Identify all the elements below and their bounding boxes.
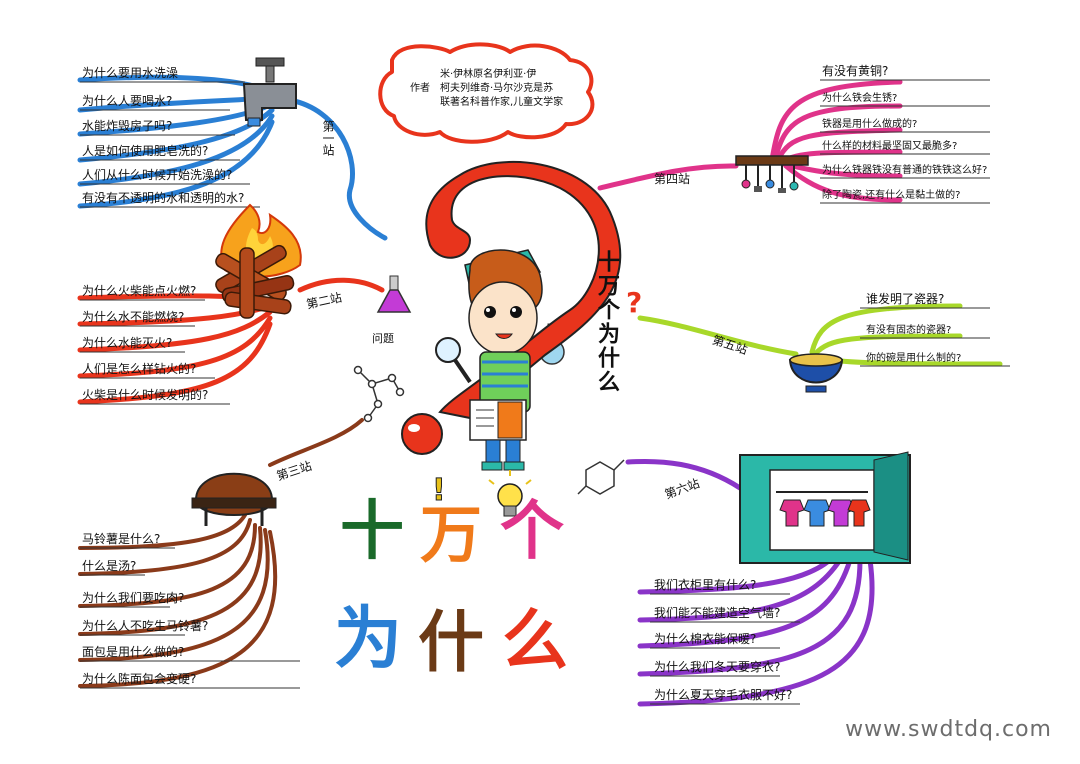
watermark: www.swdtdq.com bbox=[845, 717, 1052, 742]
s1-question-2: 为什么人要喝水? bbox=[82, 94, 173, 108]
faucet-icon bbox=[242, 57, 297, 127]
station-2-underlines bbox=[80, 299, 230, 405]
station-3-underlines bbox=[80, 547, 300, 689]
title-char-1: 十 bbox=[340, 495, 404, 569]
s2-question-3: 为什么水能灭火? bbox=[82, 336, 173, 350]
s3-question-4: 为什么人不吃生马铃薯? bbox=[82, 619, 209, 633]
station-1-underlines bbox=[80, 81, 260, 208]
s4-question-3: 铁器是用什么做成的? bbox=[822, 119, 918, 130]
station-4-label: 第四站 bbox=[654, 172, 691, 186]
s6-question-2: 我们能不能建造空气墙? bbox=[654, 606, 781, 620]
s3-question-2: 什么是汤? bbox=[82, 559, 137, 573]
flask-icon bbox=[376, 275, 412, 313]
exclamation-mark: ! bbox=[432, 473, 446, 508]
station-5-underlines bbox=[860, 307, 1010, 367]
author-line-1: 米·伊林原名伊利亚·伊 bbox=[440, 69, 537, 80]
station-5-branches bbox=[637, 303, 1003, 367]
s4-question-2: 为什么铁会生锈? bbox=[822, 93, 898, 104]
author-cloud bbox=[378, 42, 595, 144]
s4-question-5: 为什么铁器铁没有普通的铁铁这么好? bbox=[822, 165, 988, 176]
small-question-mark: ? bbox=[626, 286, 642, 319]
s5-question-2: 有没有固态的瓷器? bbox=[866, 325, 952, 336]
author-line-3: 联著名科普作家,儿童文学家 bbox=[440, 97, 564, 108]
s6-question-3: 为什么棉衣能保暖? bbox=[654, 632, 757, 646]
s1-question-6: 有没有不透明的水和透明的水? bbox=[82, 191, 245, 205]
flask-label: 问题 bbox=[372, 332, 394, 345]
pot-icon bbox=[191, 472, 277, 526]
s2-question-2: 为什么水不能燃烧? bbox=[82, 310, 185, 324]
author-label: 作者 bbox=[410, 83, 430, 94]
vertical-title: 十万个为什么 bbox=[594, 250, 619, 394]
s2-question-1: 为什么火柴能点火燃? bbox=[82, 284, 197, 298]
station-4-underlines bbox=[820, 79, 990, 204]
campfire-icon bbox=[215, 203, 302, 319]
s1-question-5: 人们从什么时候开始洗澡的? bbox=[82, 168, 233, 182]
station-1-label: 第一站 bbox=[321, 120, 335, 156]
title-char-5: 什 bbox=[418, 604, 484, 681]
s5-question-1: 谁发明了瓷器? bbox=[866, 292, 945, 306]
s1-question-3: 水能炸毁房子吗? bbox=[82, 119, 173, 133]
bowl-icon bbox=[788, 353, 844, 393]
boy-character bbox=[435, 249, 543, 471]
station-6-underlines bbox=[650, 593, 800, 705]
title-char-4: 为 bbox=[334, 600, 403, 679]
s6-question-4: 为什么我们冬天要穿衣? bbox=[654, 660, 781, 674]
s3-question-6: 为什么陈面包会变硬? bbox=[82, 672, 197, 686]
kitchen-rack-icon bbox=[735, 155, 809, 193]
molecule-icon bbox=[353, 365, 405, 423]
s6-question-5: 为什么夏天穿毛衣服不好? bbox=[654, 688, 793, 702]
title-char-2: 万 bbox=[420, 498, 483, 571]
station-6-branches bbox=[625, 458, 875, 707]
station-3-branches bbox=[78, 418, 364, 688]
chemical-structure-icon bbox=[577, 459, 625, 495]
author-line-2: 柯夫列维奇·马尔沙克是苏 bbox=[440, 83, 554, 94]
wardrobe-icon bbox=[739, 451, 911, 564]
s4-question-1: 有没有黄铜? bbox=[822, 64, 889, 78]
s5-question-3: 你的碗是用什么制的? bbox=[866, 353, 962, 364]
s1-question-1: 为什么要用水洗澡 bbox=[82, 66, 179, 80]
s2-question-4: 人们是怎么样钻火的? bbox=[82, 362, 197, 376]
s3-question-5: 面包是用什么做的? bbox=[82, 645, 185, 659]
s4-question-4: 什么样的材料最坚固又最脆多? bbox=[822, 141, 958, 152]
s3-question-1: 马铃薯是什么? bbox=[82, 532, 161, 546]
lightbulb-icon bbox=[488, 470, 532, 517]
title-char-6: 么 bbox=[502, 602, 568, 679]
s2-question-5: 火柴是什么时候发明的? bbox=[82, 388, 209, 402]
s4-question-6: 除了陶瓷,还有什么是黏土做的? bbox=[822, 190, 961, 201]
title-char-3: 个 bbox=[500, 495, 564, 569]
s1-question-4: 人是如何使用肥皂洗的? bbox=[82, 144, 209, 158]
s3-question-3: 为什么我们要吃肉? bbox=[82, 591, 185, 605]
s6-question-1: 我们衣柜里有什么? bbox=[654, 578, 757, 592]
